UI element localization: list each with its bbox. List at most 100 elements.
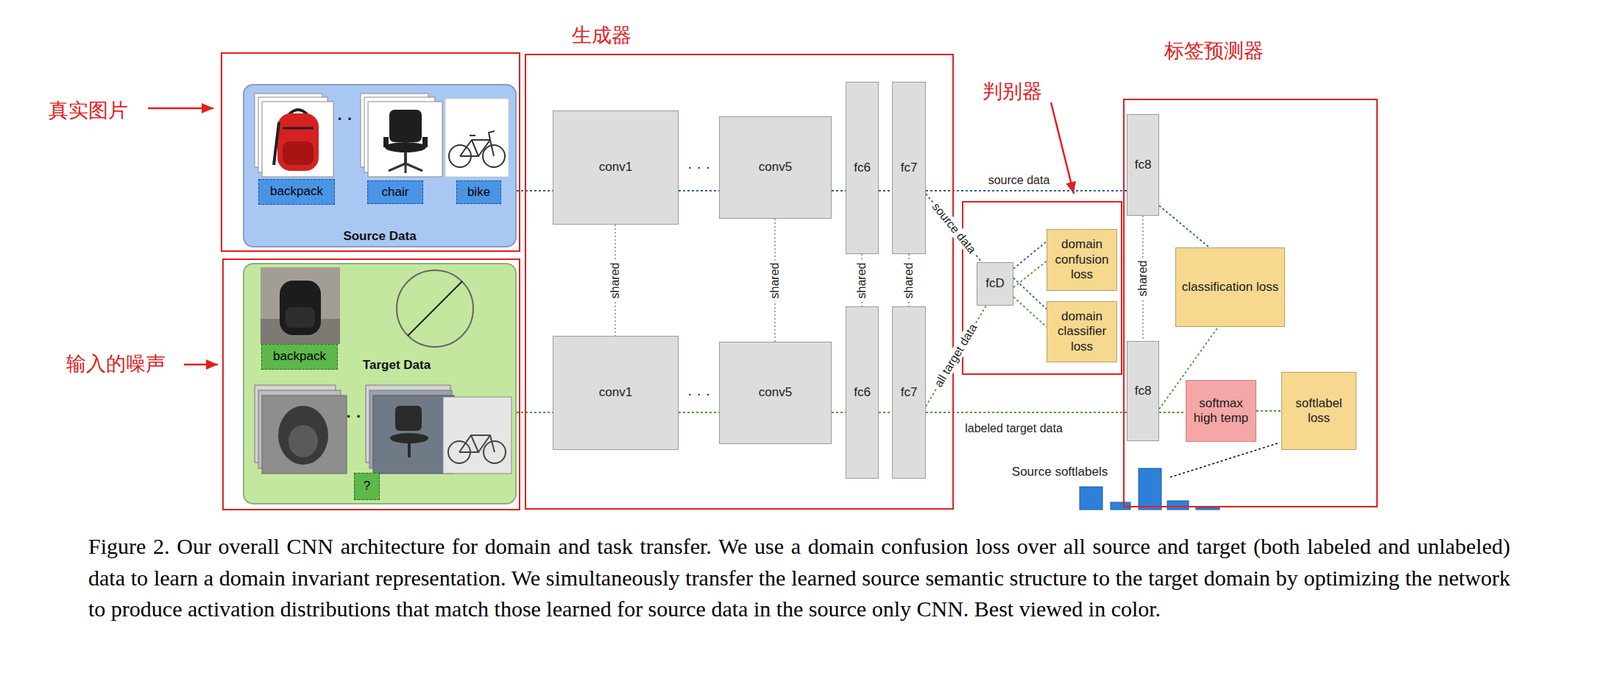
connector-label: · · · [685,384,713,402]
box-label: softmax high temp [1188,395,1254,427]
box-label: ? [363,478,371,494]
data-flow-line [678,411,720,413]
class-tag: backpack [258,178,335,205]
region-heading: 判别器 [982,79,1043,104]
box-label: conv1 [599,159,633,175]
image-stack [390,432,429,444]
missing-image-symbol [407,281,463,336]
data-flow-line [1013,296,1047,327]
layer-box: conv1 [552,110,679,225]
data-flow-line [678,189,720,192]
data-flow-line [831,189,846,192]
region-heading: 输入的噪声 [66,351,166,376]
data-flow-line [925,411,1127,413]
callout-arrow [147,107,214,110]
image-stack [277,113,319,171]
annotation-box: 判别器fcDdomain confusion lossdomain classi… [961,200,1123,375]
callout-arrow [183,363,218,366]
connector-label: · · · [685,158,713,176]
data-flow-line [878,411,892,413]
layer-box: fc6 [845,306,879,479]
image-stack [404,151,407,164]
image-stack [422,136,428,148]
loss-box: domain confusion loss [1046,228,1118,291]
leader-line [1170,442,1280,477]
softlabel-bar-chart [1138,468,1162,510]
data-flow-line [925,193,982,263]
connector-label: shared [855,259,869,301]
callout-arrow [1050,102,1074,194]
image-stack [365,384,512,474]
data-flow-line [1256,409,1282,412]
image-stack [459,434,495,452]
box-label: fc7 [900,160,918,176]
image-stack [388,163,423,173]
region-heading: 生成器 [571,23,632,48]
image-stack [389,109,422,143]
data-flow-line [1013,261,1047,288]
image-stack [262,395,347,474]
photo [279,280,321,335]
layer-box: fc7 [891,306,926,479]
class-tag: bike [456,180,502,204]
loss-box: softlabel loss [1281,371,1357,450]
box-label: fc6 [853,384,871,400]
data-flow-line [1159,411,1186,413]
box-label: fcD [985,275,1005,291]
layer-box: fc7 [891,81,926,254]
softlabel-bar-chart [1110,501,1131,510]
box-label: fc7 [900,384,918,400]
connector-label: shared [768,259,782,301]
photo [260,267,341,344]
loss-box: classification loss [1175,247,1286,327]
figure-caption: Figure 2. Our overall CNN architecture f… [88,530,1511,625]
connector-label: source data [986,173,1053,187]
image-stack [282,127,314,130]
data-flow-line [1159,205,1210,248]
image-stack [254,384,347,474]
bike-image [459,131,495,157]
bike-image [445,98,509,177]
layer-box: fc8 [1126,114,1160,216]
annotation-box: 生成器conv1conv5fc6fc7conv1conv5fc6fc7 [524,53,954,510]
box-label: backpack [270,183,324,199]
layer-box: fcD [976,262,1014,306]
image-stack [384,142,427,153]
bike-image [445,98,509,177]
photo [260,267,341,344]
box-label: conv5 [758,159,792,175]
ellipsis-mark: · · [346,406,363,426]
box-label: backpack [273,348,327,364]
image-stack [395,405,422,431]
missing-image-symbol [396,270,474,347]
image-stack [373,395,455,474]
connector-label: labeled target data [962,421,1065,435]
image-stack [360,93,443,177]
layer-box: fc6 [845,81,879,254]
layer-box: conv1 [552,335,679,450]
layer-box: conv5 [719,341,832,444]
box-label: chair [381,184,410,200]
softlabel-bar-chart [1167,500,1189,510]
box-label: classification loss [1181,279,1279,295]
loss-box: domain classifier loss [1046,301,1118,363]
missing-image-symbol [396,270,474,347]
softlabel-bar-chart [1079,486,1103,510]
box-label: fc8 [1134,383,1152,399]
image-stack [383,136,389,148]
box-label: fc8 [1134,157,1152,173]
image-stack [288,424,318,458]
panel-title: Source Data [342,228,416,244]
box-label: fc6 [853,160,871,176]
annotation-box: 标签预测器fc8fc8classification losssoftmax hi… [1123,98,1378,508]
data-flow-line [516,411,553,413]
class-tag: chair [367,180,424,204]
ellipsis-mark: · · [337,109,354,129]
class-tag: backpack [261,343,338,370]
box-label: conv1 [599,384,633,400]
target-panel: Target Databackpack? [242,262,517,505]
image-stack [254,93,334,177]
annotation-box: 输入的噪声 Target Databackpack? [222,258,521,511]
box-label: conv5 [758,384,792,400]
